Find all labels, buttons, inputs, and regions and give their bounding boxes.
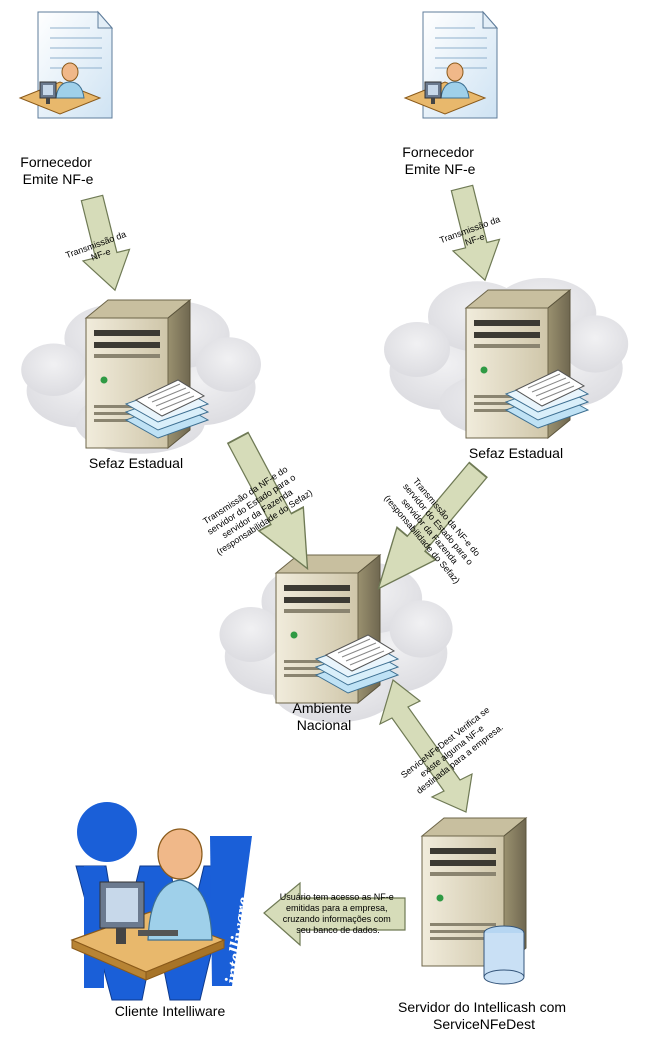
label-usuario-acesso-line-2: emitidas para a empresa, [286, 903, 388, 913]
label-fornecedor-left: Fornecedor Emite NF-e [20, 154, 95, 187]
label-servidor-line-2: ServiceNFeDest [433, 1016, 535, 1032]
label-usuario-acesso-line-4: seu banco de dados. [296, 925, 380, 935]
database-icon [483, 925, 525, 985]
intelliware-logo: intelliware [70, 802, 255, 1001]
label-ambiente-line-1: Ambiente [292, 700, 351, 716]
label-usuario-acesso-line-3: cruzando informações com [283, 914, 391, 924]
label-fornecedor-left-line-1: Fornecedor [20, 154, 92, 170]
label-cliente: Cliente Intelliware [115, 1003, 226, 1019]
fornecedor-left-icon [19, 11, 113, 119]
arrow-servidor-to-cliente [263, 881, 406, 947]
label-servidor: Servidor do Intellicash com ServiceNFeDe… [398, 999, 570, 1032]
label-usuario-acesso: Usuário tem acesso as NF-e emitidas para… [280, 892, 397, 935]
label-sefaz-left: Sefaz Estadual [89, 455, 183, 471]
label-servidor-line-1: Servidor do Intellicash com [398, 999, 566, 1015]
label-sefaz-right: Sefaz Estadual [469, 445, 563, 461]
label-ambiente: Ambiente Nacional [292, 700, 355, 733]
label-fornecedor-left-line-2: Emite NF-e [23, 171, 94, 187]
label-fornecedor-right-line-1: Fornecedor [402, 144, 474, 160]
label-ambiente-line-2: Nacional [297, 717, 351, 733]
label-usuario-acesso-line-1: Usuário tem acesso as NF-e [280, 892, 394, 902]
arrow-ambiente-servidor-double [379, 678, 473, 813]
fornecedor-right-icon [404, 11, 498, 119]
label-fornecedor-right-line-2: Emite NF-e [405, 161, 476, 177]
label-fornecedor-right: Fornecedor Emite NF-e [402, 144, 477, 177]
